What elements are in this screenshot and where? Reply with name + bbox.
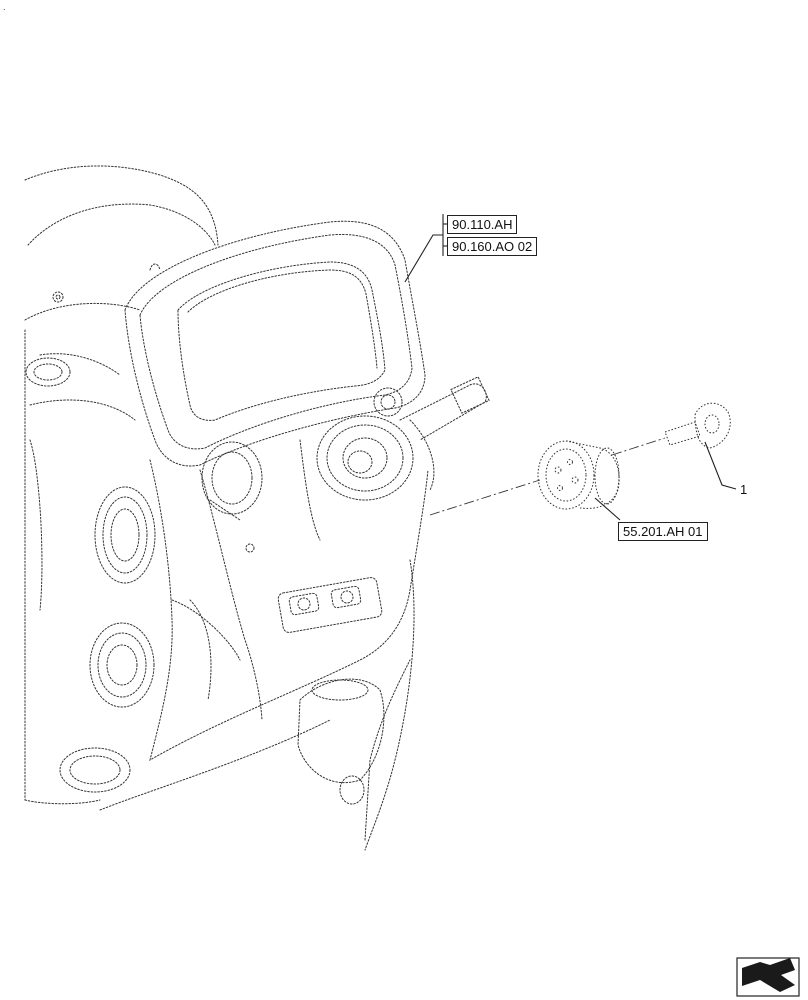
steering-hub-inner	[342, 437, 388, 479]
dashboard-top-edge	[27, 203, 216, 246]
leader-refs	[404, 234, 443, 283]
leader-1	[704, 441, 737, 490]
assembly-axis	[429, 437, 666, 516]
corner-mark: .	[3, 2, 6, 12]
vent-left-2	[89, 622, 155, 708]
left-dial	[201, 441, 263, 515]
dashboard-shell-outline	[24, 165, 219, 246]
stalk-switch	[399, 383, 487, 441]
cup-holder	[311, 679, 369, 701]
ref-90-110-ah[interactable]: 90.110.AH	[447, 215, 518, 234]
page-arrow-icon	[736, 957, 800, 997]
ref-90-160-ao-02[interactable]: 90.160.AO 02	[447, 237, 538, 256]
vent-left-3	[59, 747, 131, 793]
steering-hub-outer	[316, 415, 414, 501]
dashboard-lower-curve	[24, 799, 101, 805]
screw-left	[52, 291, 64, 303]
dashboard-upper-ridge	[24, 302, 141, 321]
leader-55	[594, 497, 621, 521]
center-console-outline	[149, 459, 429, 762]
vent-upper-left	[25, 357, 71, 387]
item-1-callout: 1	[740, 482, 748, 497]
ignition-key	[664, 402, 731, 449]
vent-left-1	[94, 486, 156, 584]
cluster-screen	[177, 261, 386, 421]
ignition-switch	[537, 440, 620, 510]
cluster-hood-inner	[139, 233, 413, 450]
cluster-hood-outer	[124, 220, 426, 467]
ref-55-201-ah-01[interactable]: 55.201.AH 01	[618, 522, 708, 541]
switch-panel	[277, 577, 383, 633]
